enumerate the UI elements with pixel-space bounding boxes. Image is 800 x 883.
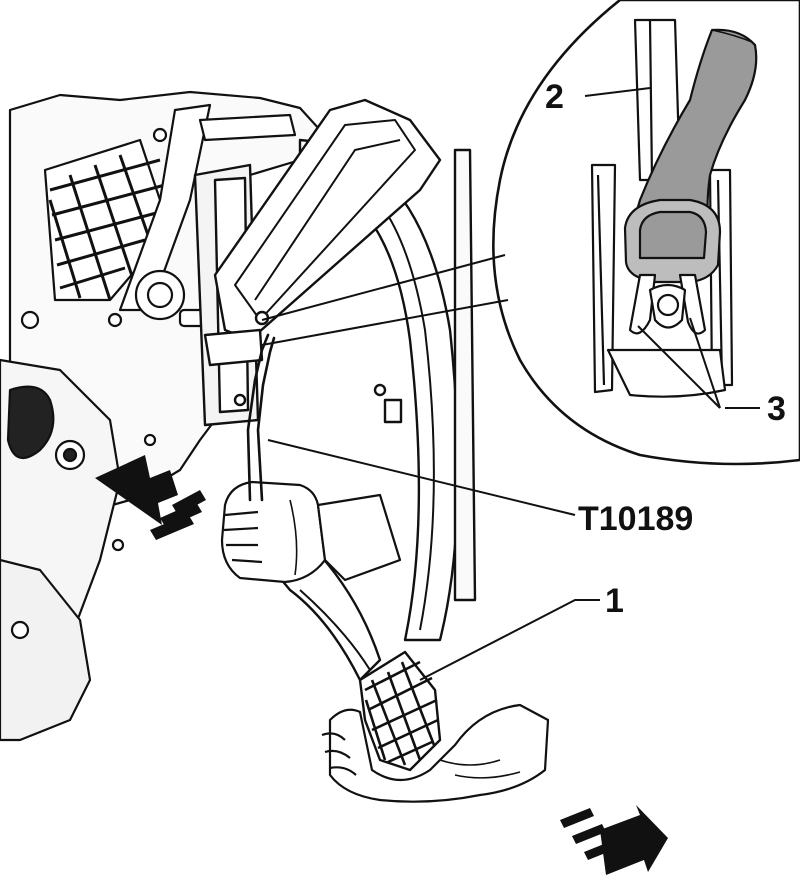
leader-part-1 [419, 599, 600, 681]
leader-part-2 [584, 87, 651, 97]
pull-direction-arrow [560, 805, 668, 875]
leader-part-3-b [689, 317, 721, 409]
lower-hand [321, 703, 550, 803]
label-tool: T10189 [578, 500, 693, 538]
label-part-3: 3 [767, 390, 786, 428]
leader-part-3-a [637, 325, 721, 409]
upper-hand [220, 480, 402, 584]
label-part-2: 2 [545, 78, 564, 116]
projection-line-upper [261, 254, 506, 321]
pedal-pad [358, 650, 442, 772]
detail-magnifier [492, 0, 800, 466]
push-direction-arrow [95, 455, 206, 540]
pedal-bracket-assembly [0, 90, 322, 742]
leader-tool [267, 439, 576, 516]
pedal-rod [263, 553, 382, 682]
label-part-1: 1 [605, 582, 624, 620]
projection-line-lower [261, 299, 509, 346]
leader-lines [261, 87, 760, 681]
